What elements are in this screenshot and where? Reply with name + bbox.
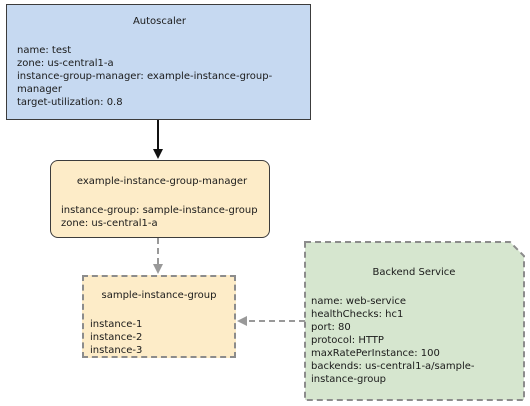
backend-prop: port: 80 (311, 322, 351, 333)
backend-prop: maxRatePerInstance: 100 (311, 348, 440, 359)
autoscaler-prop: zone: us-central1-a (17, 58, 114, 69)
autoscaler-prop: instance-group-manager: example-instance… (17, 71, 273, 95)
autoscaler-prop: name: test (17, 45, 72, 56)
autoscaler-title: Autoscaler (132, 16, 187, 27)
backend-prop: protocol: HTTP (311, 335, 384, 346)
instance-list: instance-1 instance-2 instance-3 (90, 318, 228, 357)
igm-title: example-instance-group-manager (76, 176, 248, 187)
backend-service-node: Backend Service name: web-service health… (305, 242, 523, 402)
instance-item: instance-1 (90, 319, 143, 330)
igm-prop: zone: us-central1-a (61, 218, 158, 229)
autoscaler-node: Autoscaler name: test zone: us-central1-… (6, 4, 311, 120)
igm-prop: instance-group: sample-instance-group (61, 205, 258, 216)
instance-item: instance-3 (90, 345, 143, 356)
igm-properties: instance-group: sample-instance-group zo… (61, 204, 263, 230)
backend-service-title: Backend Service (372, 267, 456, 278)
autoscaler-properties: name: test zone: us-central1-a instance-… (17, 44, 302, 109)
backend-prop: name: web-service (311, 296, 407, 307)
backend-prop: healthChecks: hc1 (311, 309, 404, 320)
autoscaler-prop: target-utilization: 0.8 (17, 97, 123, 108)
instance-item: instance-2 (90, 332, 143, 343)
instance-group-node: sample-instance-group instance-1 instanc… (82, 275, 236, 358)
backend-prop: backends: us-central1-a/sample-instance-… (311, 361, 475, 385)
backend-service-properties: name: web-service healthChecks: hc1 port… (311, 295, 517, 386)
instance-group-manager-node: example-instance-group-manager instance-… (50, 160, 270, 238)
backend-service-shape (304, 241, 525, 401)
instance-group-title: sample-instance-group (101, 290, 217, 301)
